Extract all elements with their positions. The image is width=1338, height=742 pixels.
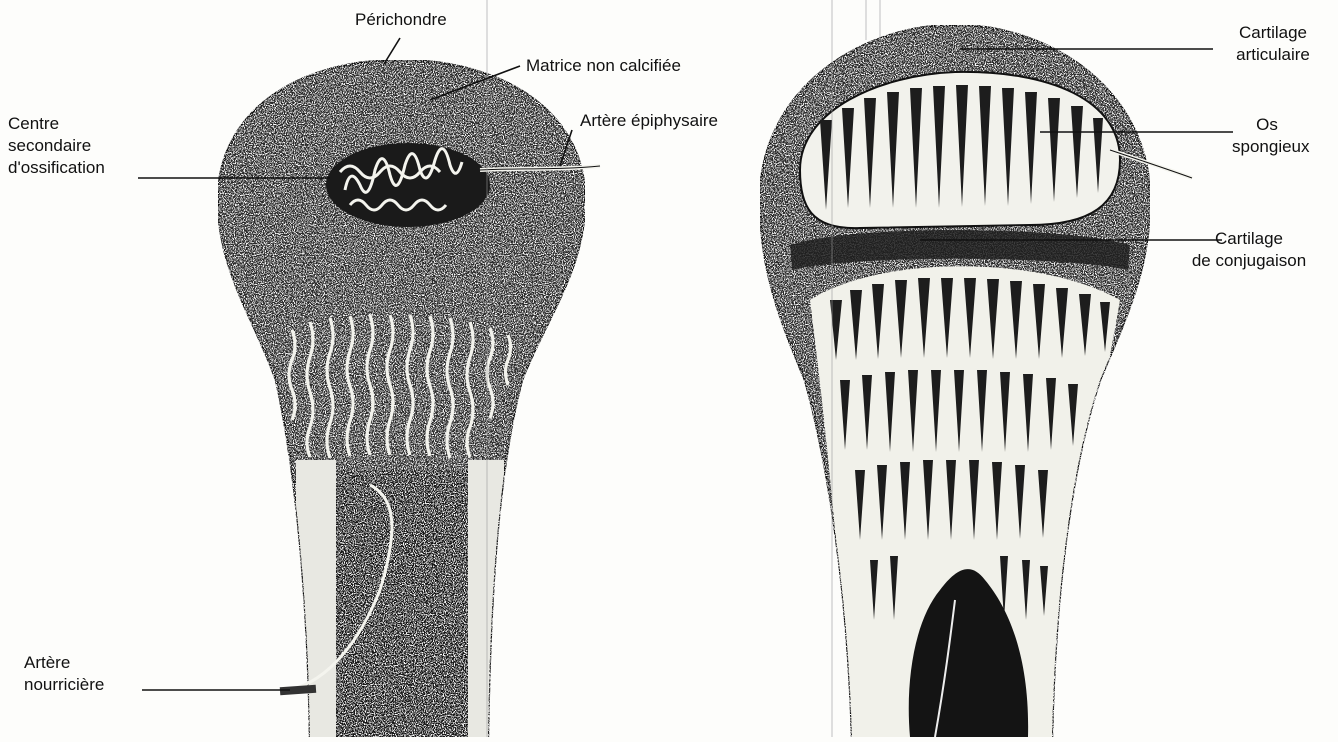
label-matrice-non-calcifiee: Matrice non calcifiée [526, 55, 681, 77]
label-cartilage-conjugaison-line2: de conjugaison [1166, 250, 1332, 272]
left-cortex-right [468, 460, 504, 737]
label-artere-epiphysaire-text: Artère épiphysaire [580, 110, 718, 132]
label-os-spongieux: Os spongieux [1232, 114, 1302, 158]
label-artere-nourriciere-line1: Artère [24, 652, 104, 674]
label-cartilage-articulaire: Cartilage articulaire [1218, 22, 1328, 66]
label-centre-line3: d'ossification [8, 157, 105, 179]
label-artere-nourriciere: Artère nourricière [24, 652, 104, 696]
label-perichondre: Périchondre [355, 9, 447, 31]
label-cartilage-articulaire-line1: Cartilage [1218, 22, 1328, 44]
label-matrice-text: Matrice non calcifiée [526, 55, 681, 77]
label-perichondre-text: Périchondre [355, 9, 447, 31]
label-os-spongieux-line1: Os [1232, 114, 1302, 136]
label-centre-secondaire: Centre secondaire d'ossification [8, 113, 105, 179]
left-bone [218, 60, 600, 737]
left-cortex-left [296, 460, 336, 737]
label-os-spongieux-line2: spongieux [1232, 136, 1302, 158]
label-cartilage-conjugaison: Cartilage de conjugaison [1166, 228, 1332, 272]
label-cartilage-articulaire-line2: articulaire [1218, 44, 1328, 66]
left-marrow [336, 470, 468, 737]
label-artere-epiphysaire: Artère épiphysaire [580, 110, 718, 132]
label-artere-nourriciere-line2: nourricière [24, 674, 104, 696]
label-cartilage-conjugaison-line1: Cartilage [1166, 228, 1332, 250]
label-centre-line2: secondaire [8, 135, 105, 157]
label-centre-line1: Centre [8, 113, 105, 135]
